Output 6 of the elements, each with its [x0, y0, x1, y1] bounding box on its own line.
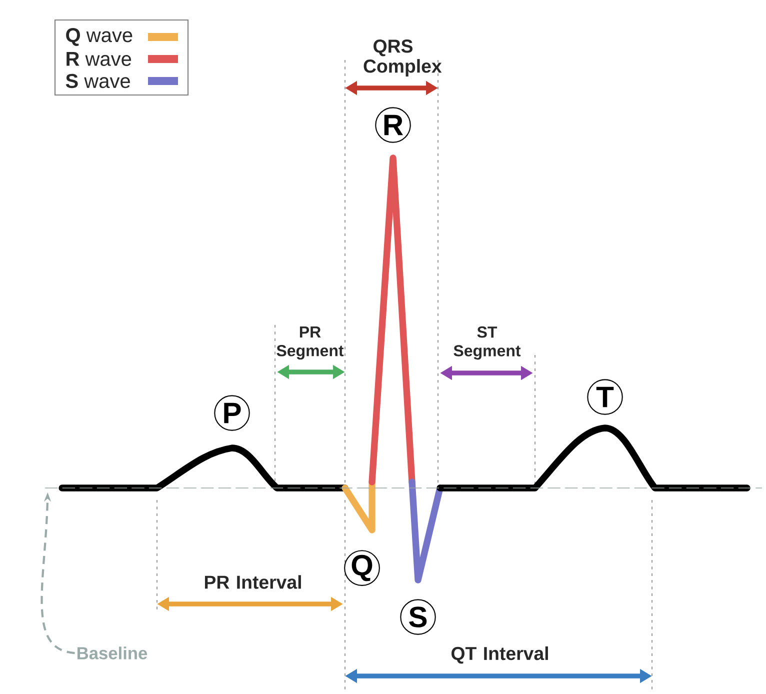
baseline-label: Baseline	[78, 646, 148, 660]
legend-label: R wave	[66, 52, 132, 66]
dimension-label: PR Interval	[204, 575, 301, 589]
legend-label: S wave	[66, 74, 130, 88]
dimension-label: ST Segment	[454, 326, 521, 360]
legend-label: Q wave	[66, 28, 132, 46]
